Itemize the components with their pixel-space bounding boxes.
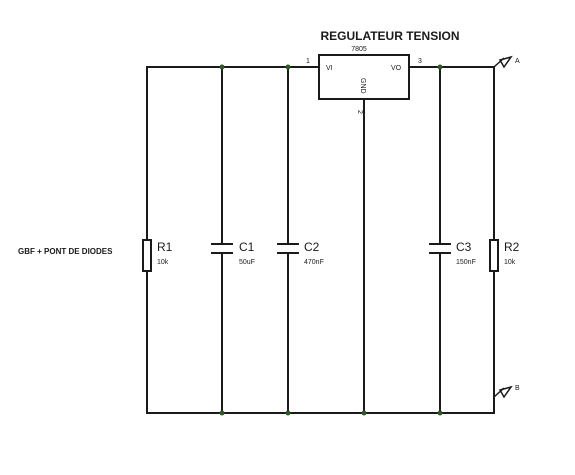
junction-c3-top [437,64,443,70]
r1-body [142,239,152,272]
resistor-r1: R1 10k [142,239,173,272]
junction-c2-top [285,64,291,70]
junction-c1-top [219,64,225,70]
capacitor-c1: C1 50uF [211,240,255,266]
c3-name: C3 [456,240,472,254]
junction-c2-bottom [285,410,291,416]
r2-body [489,239,499,272]
resistor-r2: R2 10k [489,239,520,272]
regulator-pin-vo: VO [391,65,402,72]
junction-c1-bottom [219,410,225,416]
c2-value: 470nF [304,259,324,266]
regulator-pin-3: 3 [418,58,422,65]
terminal-a-arrow-icon [498,55,513,69]
r1-name: R1 [157,240,173,254]
regulator-pin-1: 1 [306,58,310,65]
junction-c3-bottom [437,410,443,416]
wires [146,66,495,414]
c2-name: C2 [304,240,320,254]
regulator-part-number: 7805 [351,46,367,53]
capacitor-c2: C2 470nF [277,240,324,266]
c3-value: 150nF [456,259,476,266]
junction-gnd-bottom [361,410,367,416]
junctions [219,64,443,416]
terminal-b-label: B [515,385,520,392]
source-label: GBF + PONT DE DIODES [18,247,113,256]
c1-value: 50uF [239,259,255,266]
r2-value: 10k [504,259,516,266]
terminal-a-label: A [515,58,520,65]
terminal-b-arrow-icon [498,385,513,399]
regulator-pin-gnd: GND [359,78,366,94]
capacitor-c3: C3 150nF [429,240,476,266]
c1-name: C1 [239,240,255,254]
r1-value: 10k [157,259,169,266]
r2-name: R2 [504,240,520,254]
diagram-title: REGULATEUR TENSION [320,29,459,43]
regulator-body [318,54,410,100]
terminal-b: B [493,385,520,399]
regulator-pin-vi: VI [326,65,333,72]
regulator-pin-2: 2 [356,110,363,114]
terminal-a: A [493,55,520,69]
regulator-7805: VI VO GND 1 2 3 [306,54,422,114]
